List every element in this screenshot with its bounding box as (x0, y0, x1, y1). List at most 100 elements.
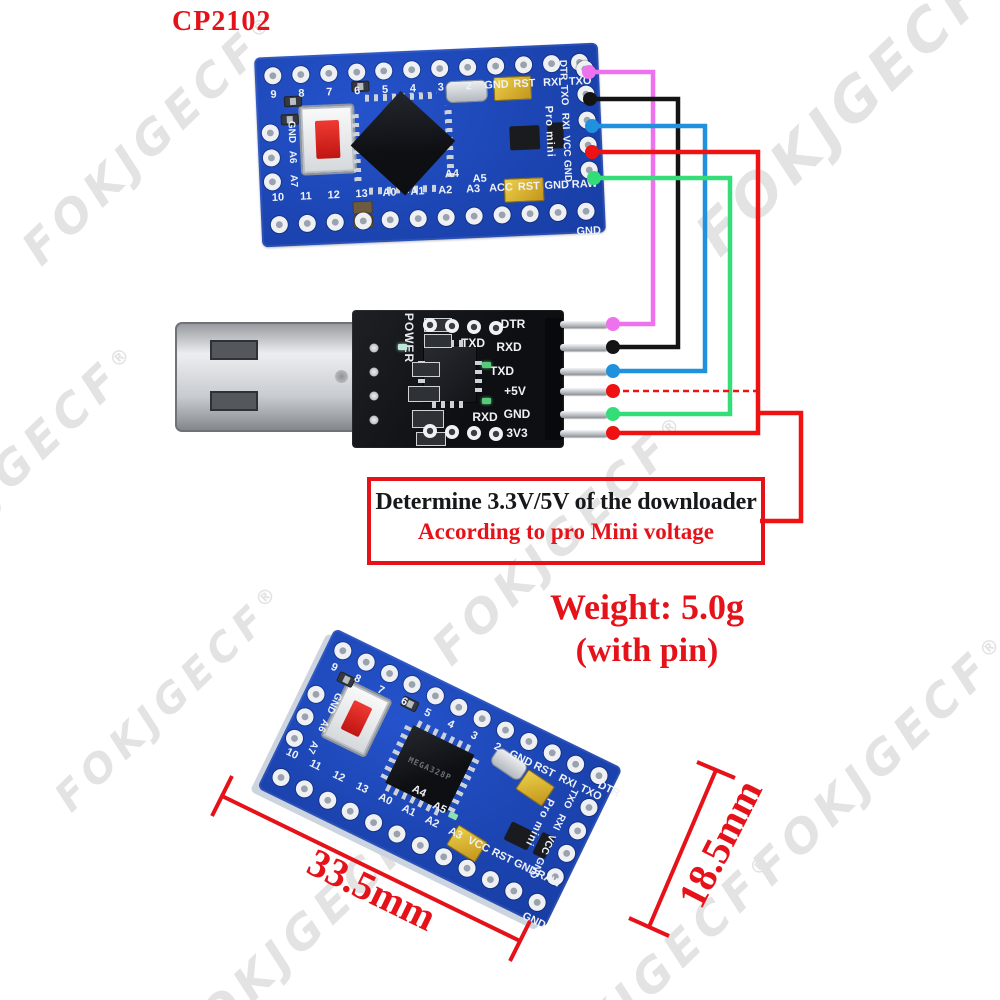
silk-label-txd: TXD (461, 336, 485, 350)
wire-dot (606, 407, 620, 421)
pin-label: DTR (556, 59, 569, 81)
pin-label: ACC (488, 181, 514, 195)
wire-rxi-txd (592, 123, 708, 374)
pin-label: RXI (556, 771, 579, 791)
pin-hole (354, 650, 378, 674)
pin-hole (319, 64, 338, 83)
pin-hole (445, 425, 459, 439)
page-title: CP2102 (172, 6, 272, 37)
pin-hole (576, 202, 595, 221)
silk-label-rxd: RXD (472, 410, 498, 424)
note-line-1: Determine 3.3V/5V of the downloader (375, 489, 757, 515)
pin-hole (339, 800, 362, 824)
pin-hole (291, 65, 310, 84)
pin-hole (292, 777, 316, 801)
pin-hole (465, 207, 484, 226)
pin-label: 9 (328, 660, 340, 675)
pin-label: 11 (299, 189, 312, 203)
pin-label: A7 (288, 174, 300, 188)
adapter-pin-rxd (560, 344, 608, 351)
watermark: FOKJGECF® (46, 581, 281, 821)
usb-plug-dimple (335, 370, 348, 383)
pin-hole (525, 891, 549, 915)
pin-hole (514, 55, 533, 74)
pin-label: DTR (500, 317, 526, 331)
wire-dot (606, 340, 620, 354)
pin-label: 3 (468, 728, 480, 743)
watermark: FOKJGECF® (11, 11, 275, 276)
pin-label: 6 (353, 84, 361, 98)
resistor (424, 334, 452, 348)
pin-hole (521, 204, 539, 223)
pin-hole (409, 209, 428, 228)
pin-label: A4 (444, 168, 460, 181)
pin-hole (375, 62, 394, 80)
pin-label: GND (484, 78, 509, 92)
pin-hole (270, 215, 289, 234)
pin-label: GND (576, 224, 602, 238)
pin-hole (489, 321, 503, 335)
weight-text: Weight: 5.0g (550, 587, 744, 627)
adapter-pin-5v (560, 388, 608, 395)
pin-hole (304, 682, 328, 706)
pin-label: 3 (437, 81, 445, 94)
pin-hole (369, 367, 379, 377)
wire-dot (606, 384, 620, 398)
voltage-regulator (509, 125, 541, 151)
pin-label: 11 (307, 757, 324, 773)
pin-hole (347, 63, 366, 82)
pin-hole (283, 727, 306, 751)
pin-hole (401, 673, 424, 696)
pin-hole (437, 208, 456, 227)
pin-label: 4 (409, 82, 417, 95)
adapter-pin-dtr (560, 321, 608, 328)
pin-label: RST (489, 845, 515, 867)
pin-label: 12 (327, 188, 341, 202)
pin-label: 5 (381, 83, 389, 97)
pin-label: RXI (559, 112, 571, 130)
pin-label: A5 (472, 172, 487, 186)
pin-hole (447, 696, 471, 719)
weight-subtext: (with pin) (575, 632, 719, 669)
pin-label: VCC (560, 135, 573, 157)
adapter-pcb: POWER TXD RXD DTR RXD TXD +5V GND 3V3 (352, 310, 564, 448)
reset-button-cap (340, 699, 373, 738)
note-box: Determine 3.3V/5V of the downloader Acco… (367, 477, 765, 565)
pin-hole (263, 66, 282, 85)
pin-label: A1 (410, 184, 425, 198)
reset-button (298, 103, 358, 176)
usb-plug-slot (210, 340, 258, 360)
pin-hole (467, 426, 481, 440)
pin-hole (298, 214, 316, 233)
pin-label: A2 (437, 183, 453, 197)
pin-hole (549, 203, 567, 222)
pin-label: 4 (445, 717, 457, 731)
pin-hole (578, 136, 597, 154)
watermark: FOKJGECF® (682, 0, 1000, 269)
adapter-pin-gnd (560, 411, 608, 418)
pin-label: 8 (298, 87, 305, 100)
pin-hole (293, 705, 317, 728)
power-silk-label: POWER (402, 312, 416, 364)
watermark: FOKJGECF® (0, 341, 135, 606)
pin-label: GND (285, 120, 298, 144)
pin-label: A0 (382, 186, 397, 199)
usb-plug (175, 322, 364, 432)
pin-hole (269, 766, 292, 790)
pin-hole (576, 85, 595, 104)
pin-label: TXD (490, 364, 514, 378)
pin-hole (517, 730, 541, 753)
pin-label: 10 (284, 745, 301, 762)
pin-header (545, 318, 562, 440)
pin-hole (467, 320, 481, 334)
adapter-pin-3v3 (560, 430, 608, 437)
pin-hole (423, 424, 437, 438)
pin-label: A6 (286, 150, 299, 164)
pin-hole (362, 811, 386, 835)
pin-label: 13 (355, 187, 369, 200)
pin-label: 2 (465, 80, 472, 93)
pin-hole (489, 427, 503, 441)
pin-label: A7 (304, 739, 321, 756)
